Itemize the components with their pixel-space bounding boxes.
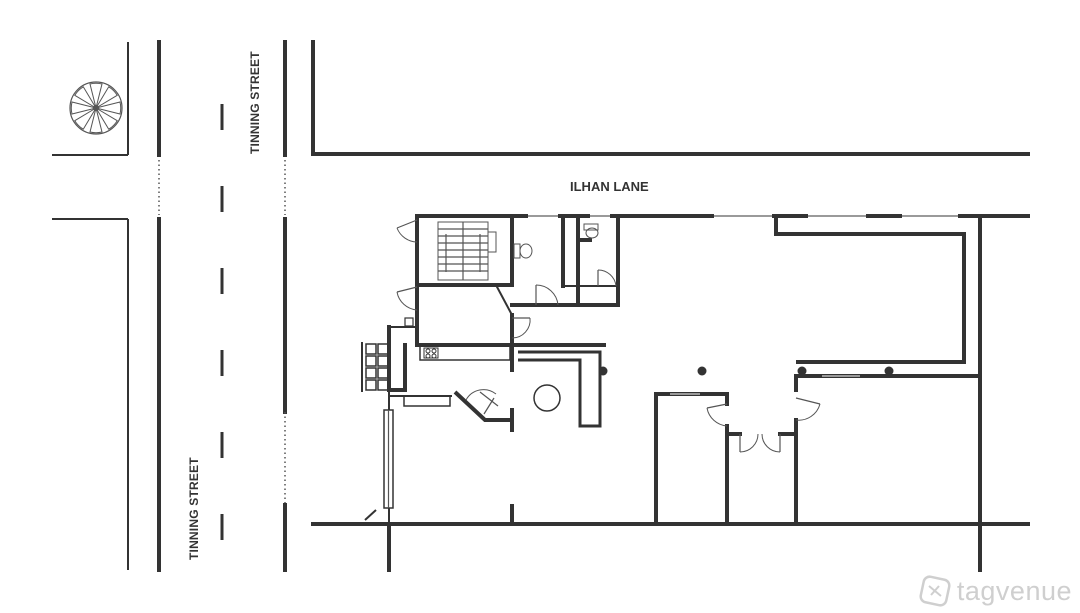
watermark-text: tagvenue [956, 575, 1072, 606]
stair-core [415, 214, 514, 287]
street-labels: TINNING STREET TINNING STREET ILHAN LANE [187, 51, 649, 560]
outdoor-tables [361, 342, 389, 392]
doors [396, 219, 821, 453]
round-table [533, 384, 561, 412]
tree-icon [69, 81, 123, 135]
street-lines [52, 40, 287, 572]
tagvenue-watermark: tagvenue [919, 575, 1072, 607]
neighbour-building [311, 40, 1030, 156]
toilets [510, 214, 620, 307]
right-wing [774, 216, 982, 392]
street-label-bottom: TINNING STREET [187, 457, 201, 560]
tagvenue-logo-icon [919, 575, 951, 607]
lower-rooms [654, 392, 798, 526]
street-label-top: TINNING STREET [248, 51, 262, 154]
kitchen [387, 283, 598, 407]
lane-label: ILHAN LANE [570, 179, 649, 194]
columns [598, 366, 894, 376]
bar-counter [518, 343, 606, 428]
front-glazing [383, 390, 394, 524]
entry-wall [453, 390, 514, 526]
